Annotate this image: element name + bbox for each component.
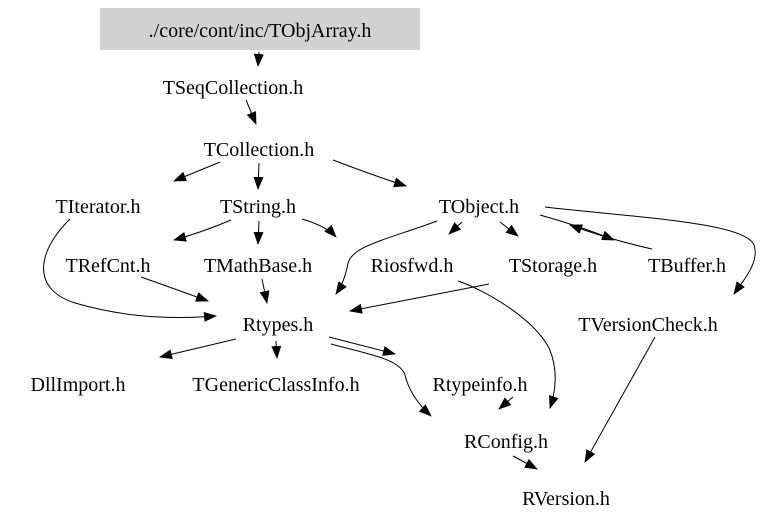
edge-TIterator-to-Rtypes bbox=[43, 218, 217, 322]
edge-TString-to-Riosfwd bbox=[301, 218, 337, 238]
node-TIterator[interactable]: TIterator.h bbox=[56, 196, 141, 218]
edge-TObject-to-TVersionCheck bbox=[544, 206, 756, 295]
node-TObject[interactable]: TObject.h bbox=[439, 196, 519, 218]
node-Riosfwd[interactable]: Riosfwd.h bbox=[371, 255, 454, 277]
edges-layer bbox=[43, 51, 756, 470]
root-node-label: ./core/cont/inc/TObjArray.h bbox=[149, 20, 372, 42]
edge-TSeqCollection-to-TCollection bbox=[245, 99, 257, 125]
edge-TObjArray-to-TSeqCollection bbox=[253, 51, 264, 67]
edge-TCollection-to-TObject bbox=[332, 159, 407, 188]
node-TString[interactable]: TString.h bbox=[220, 196, 296, 218]
node-Rtypes[interactable]: Rtypes.h bbox=[243, 314, 314, 336]
node-TCollection[interactable]: TCollection.h bbox=[204, 139, 315, 161]
root-node-box bbox=[100, 8, 420, 50]
node-TStorage[interactable]: TStorage.h bbox=[509, 255, 597, 277]
edge-TCollection-to-TIterator bbox=[173, 161, 221, 182]
node-RConfig[interactable]: RConfig.h bbox=[464, 431, 548, 453]
node-TGenericClassInfo[interactable]: TGenericClassInfo.h bbox=[192, 374, 359, 396]
edge-TString-to-TMathBase bbox=[253, 220, 264, 245]
node-TSeqCollection[interactable]: TSeqCollection.h bbox=[163, 77, 304, 99]
nodes-layer: ./core/cont/inc/TObjArray.hTSeqCollectio… bbox=[31, 8, 726, 510]
node-TMathBase[interactable]: TMathBase.h bbox=[204, 255, 312, 277]
node-TBuffer[interactable]: TBuffer.h bbox=[648, 255, 726, 277]
edge-Rtypes-to-Rtypeinfo bbox=[328, 336, 396, 356]
edge-TObject-to-Riosfwd bbox=[448, 221, 463, 235]
edge-TStorage-to-Rtypes bbox=[349, 283, 490, 314]
node-TVersionCheck[interactable]: TVersionCheck.h bbox=[578, 314, 717, 336]
edge-TObject-to-Rtypes bbox=[335, 220, 438, 295]
edge-TCollection-to-TString bbox=[253, 162, 264, 190]
edge-Rtypes-to-DllImport bbox=[159, 338, 237, 360]
edge-TRefCnt-to-Rtypes bbox=[140, 276, 209, 302]
node-DllImport[interactable]: DllImport.h bbox=[31, 374, 126, 396]
node-TRefCnt[interactable]: TRefCnt.h bbox=[66, 255, 151, 277]
edge-Rtypes-to-RConfig bbox=[330, 343, 432, 417]
edge-Rtypeinfo-to-RConfig bbox=[498, 396, 514, 410]
edge-Riosfwd-to-RConfig bbox=[457, 280, 559, 409]
edge-TString-to-TRefCnt bbox=[173, 219, 232, 242]
node-RVersion[interactable]: RVersion.h bbox=[522, 488, 610, 510]
edge-TVersionCheck-to-RVersion bbox=[584, 336, 656, 463]
edge-TObject-to-TStorage bbox=[499, 221, 519, 237]
edge-Rtypes-to-TGenericClassInfo bbox=[271, 340, 282, 359]
edge-TMathBase-to-Rtypes bbox=[259, 278, 270, 304]
edge-RConfig-to-RVersion bbox=[512, 455, 538, 470]
edge-TBuffer-to-TObject bbox=[569, 224, 653, 250]
node-Rtypeinfo[interactable]: Rtypeinfo.h bbox=[433, 374, 528, 396]
